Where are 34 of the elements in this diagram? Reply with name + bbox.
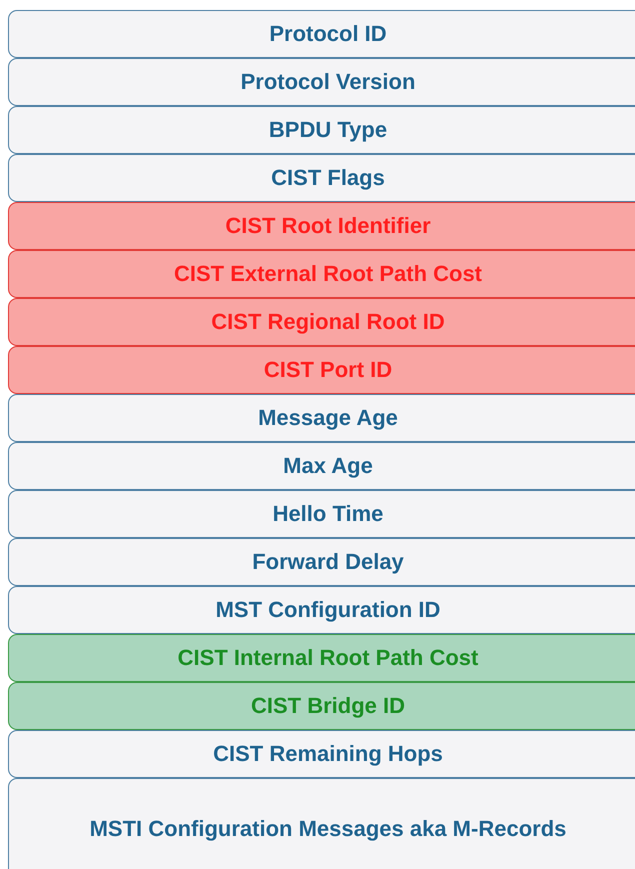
field-box (8, 58, 635, 106)
field-box (8, 202, 635, 250)
field-label: Protocol ID (269, 20, 387, 48)
field-label: MSTI Configuration Messages aka M-Records (90, 814, 566, 843)
field-box (8, 442, 635, 490)
field-box (8, 394, 635, 442)
field-label: CIST Remaining Hops (213, 740, 443, 768)
field-box (8, 10, 635, 58)
field-label: CIST Regional Root ID (211, 308, 445, 336)
field-label: CIST External Root Path Cost (174, 260, 482, 288)
field-box (8, 154, 635, 202)
field-label: CIST Internal Root Path Cost (178, 644, 478, 672)
field-box (8, 490, 635, 538)
field-box (8, 778, 635, 869)
field-box (8, 586, 635, 634)
field-label: CIST Root Identifier (225, 212, 431, 240)
field-box (8, 106, 635, 154)
field-label: CIST Bridge ID (250, 692, 405, 720)
field-box (8, 634, 635, 682)
field-label: BPDU Type (268, 116, 388, 144)
field-box (8, 538, 635, 586)
field-box (8, 298, 635, 346)
field-box (8, 250, 635, 298)
field-label: CIST Port ID (264, 356, 392, 384)
field-label: CIST Flags (271, 164, 385, 192)
field-label: Message Age (258, 404, 398, 432)
field-box (8, 682, 635, 730)
field-box (8, 730, 635, 778)
field-label: Forward Delay (252, 548, 404, 576)
field-label: Protocol Version (240, 68, 416, 96)
field-label: MST Configuration ID (216, 596, 440, 624)
field-label: Hello Time (272, 500, 384, 528)
field-box (8, 346, 635, 394)
field-label: Max Age (283, 452, 373, 480)
